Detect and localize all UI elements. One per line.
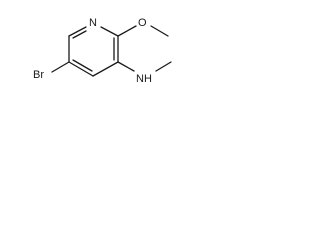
bond-c2-o [117, 25, 137, 37]
bromine-label: Br [33, 69, 44, 81]
bond-c4-c5 [68, 61, 94, 77]
amine-label: NH [136, 73, 152, 85]
molecule-drawing: N O NH Br [33, 17, 172, 85]
bond-c2-n1 [100, 26, 119, 37]
structure-diagram: N O NH Br [0, 0, 192, 108]
bond-c6-n1 [68, 26, 87, 37]
bond-n-ch3 [155, 61, 172, 72]
ring-nitrogen-label: N [89, 17, 97, 29]
bond-c5-br [51, 61, 70, 73]
bond-o-ch3 [150, 25, 169, 37]
bond-c4-c5-inner [72, 59, 93, 72]
bond-c3-n [117, 61, 135, 72]
bond-c6-n1-inner [72, 30, 87, 39]
bond-c3-c4 [92, 61, 119, 77]
oxygen-label: O [138, 17, 147, 29]
